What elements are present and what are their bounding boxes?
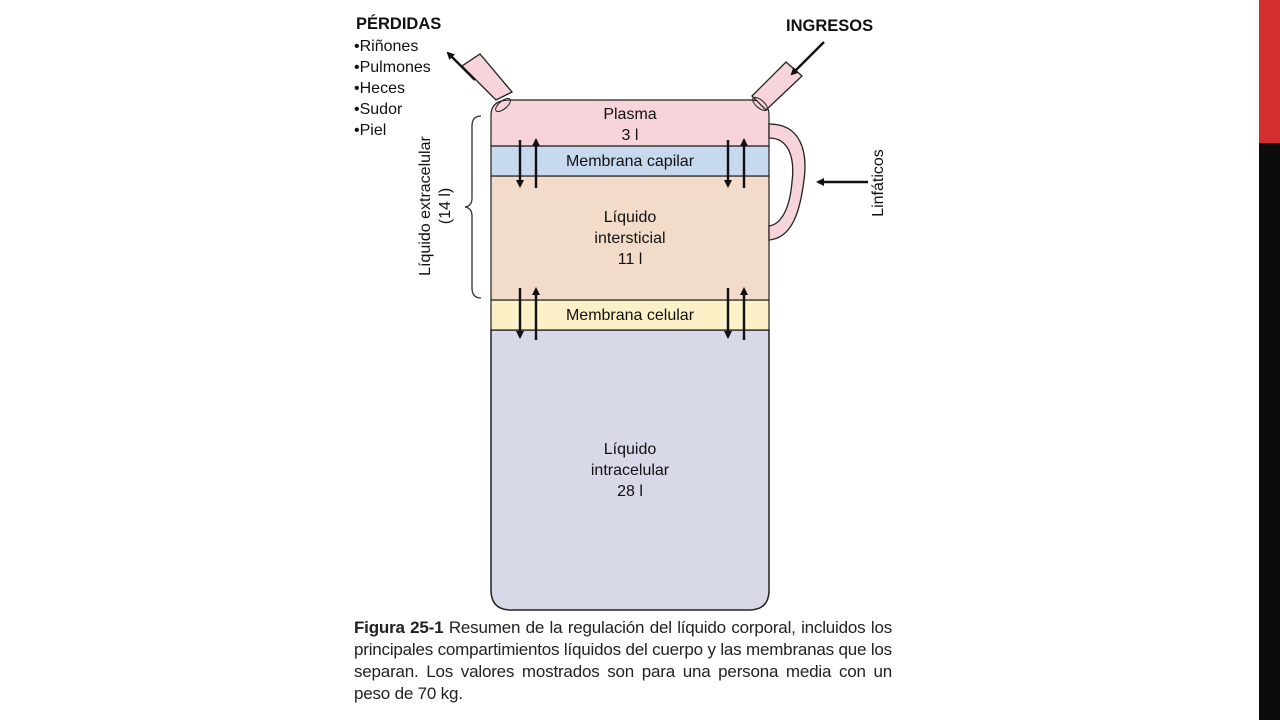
slide-accent-bar-red [1259, 0, 1280, 143]
lymphatics-label: Linfáticos [870, 149, 887, 217]
cell-exchange-arrows [516, 287, 748, 340]
intracellular-line2: intracelular [590, 462, 670, 479]
capillary-exchange-arrows [516, 138, 748, 188]
intake-arrow [790, 41, 825, 76]
cell-membrane-label: Membrana celular [565, 307, 695, 324]
capillary-membrane-band [490, 145, 770, 177]
loss-item: Pulmones [354, 57, 431, 78]
slide-accent-bar-black [1259, 143, 1280, 720]
interstitial-line1: Líquido [603, 209, 657, 226]
figure-number: Figura 25-1 [354, 618, 444, 637]
extracellular-volume: (14 l) [437, 187, 454, 225]
intracellular-volume: 28 l [617, 483, 643, 500]
intake-spout [751, 61, 803, 111]
interstitial-label: Líquido intersticial 11 l [491, 207, 769, 270]
extracellular-brace [464, 115, 482, 299]
plasma-label: Plasma 3 l [491, 104, 769, 146]
loss-item: Heces [354, 78, 431, 99]
intake-title: INGRESOS [786, 17, 874, 35]
cell-membrane-band [490, 299, 770, 331]
loss-item: Sudor [354, 99, 431, 120]
extracellular-label: Líquido extracelular [417, 136, 434, 276]
plasma-volume: 3 l [621, 127, 639, 144]
losses-list: Riñones Pulmones Heces Sudor Piel [354, 36, 431, 141]
figure-caption: Figura 25-1 Resumen de la regulación del… [354, 617, 892, 705]
lymphatic-handle [768, 123, 806, 241]
caption-text: Resumen de la regulación del líquido cor… [354, 618, 892, 703]
plasma-compartment [490, 99, 770, 147]
plasma-name: Plasma [603, 106, 657, 123]
interstitial-volume: 11 l [617, 251, 643, 268]
capillary-membrane-label: Membrana capilar [565, 153, 695, 170]
interstitial-line2: intersticial [594, 230, 666, 247]
intracellular-compartment [490, 329, 770, 611]
loss-arrow [446, 51, 476, 81]
loss-spout [460, 53, 514, 101]
intracellular-line1: Líquido [603, 441, 657, 458]
loss-item: Riñones [354, 36, 431, 57]
loss-item: Piel [354, 120, 431, 141]
intracellular-label: Líquido intracelular 28 l [491, 439, 769, 502]
losses-title: PÉRDIDAS [356, 15, 442, 33]
